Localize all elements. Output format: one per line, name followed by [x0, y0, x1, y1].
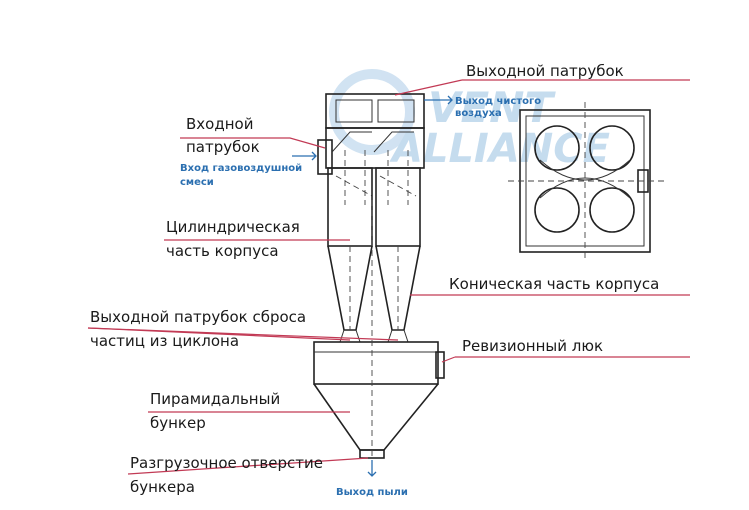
inspection-hatch-shape	[435, 351, 445, 379]
note-gas-air-in-2: смеси	[180, 177, 214, 188]
label-cylinder-part-2: часть корпуса	[166, 242, 279, 260]
top-view	[508, 102, 664, 260]
label-outlet-pipe: Выходной патрубок	[466, 62, 624, 80]
label-conical-part: Коническая часть корпуса	[449, 275, 659, 293]
leader-outlet-pipe	[394, 79, 690, 96]
watermark-logo: VENT ALLIANCE	[329, 69, 610, 172]
leader-unload-hole	[127, 457, 369, 475]
label-pyramid-bunker-2: бункер	[150, 414, 206, 432]
leader-discharge-pipe-b	[87, 327, 399, 341]
label-inspection-hatch: Ревизионный люк	[462, 337, 603, 355]
gas-in-arrow	[292, 151, 317, 161]
label-inlet-pipe-1: Входной	[186, 115, 253, 133]
clean-air-arrow	[424, 95, 453, 105]
label-unload-hole-1: Разгрузочное отверстие	[130, 454, 323, 472]
bunker-box	[313, 341, 439, 385]
flow-arrows	[292, 95, 453, 477]
dust-out-arrow	[367, 460, 377, 477]
label-inlet-pipe-2: патрубок	[186, 138, 260, 156]
inlet-pipe-box	[317, 139, 333, 175]
leader-inlet-pipe	[180, 137, 326, 149]
leader-inspection-hatch	[441, 356, 690, 363]
label-pyramid-bunker-1: Пирамидальный	[150, 390, 280, 408]
label-discharge-pipe-1: Выходной патрубок сброса	[90, 308, 306, 326]
note-dust-out: Выход пыли	[336, 487, 408, 498]
label-discharge-pipe-2: частиц из циклона	[90, 332, 239, 350]
pyramid-bunker-shape	[313, 383, 439, 451]
label-unload-hole-2: бункера	[130, 478, 195, 496]
note-gas-air-in-1: Вход газовоздушной	[180, 163, 302, 174]
leader-lines	[87, 79, 690, 475]
label-cylinder-part-1: Цилиндрическая	[166, 218, 300, 236]
cyclone-body	[313, 93, 445, 460]
watermark-text-vent: VENT	[428, 83, 556, 132]
cylinder-right	[375, 167, 421, 247]
note-clean-air-out-2: воздуха	[455, 108, 502, 119]
note-clean-air-out-1: Выход чистого	[455, 96, 541, 107]
watermark-text-alliance: ALLIANCE	[389, 126, 610, 172]
cylinder-left	[327, 167, 373, 247]
